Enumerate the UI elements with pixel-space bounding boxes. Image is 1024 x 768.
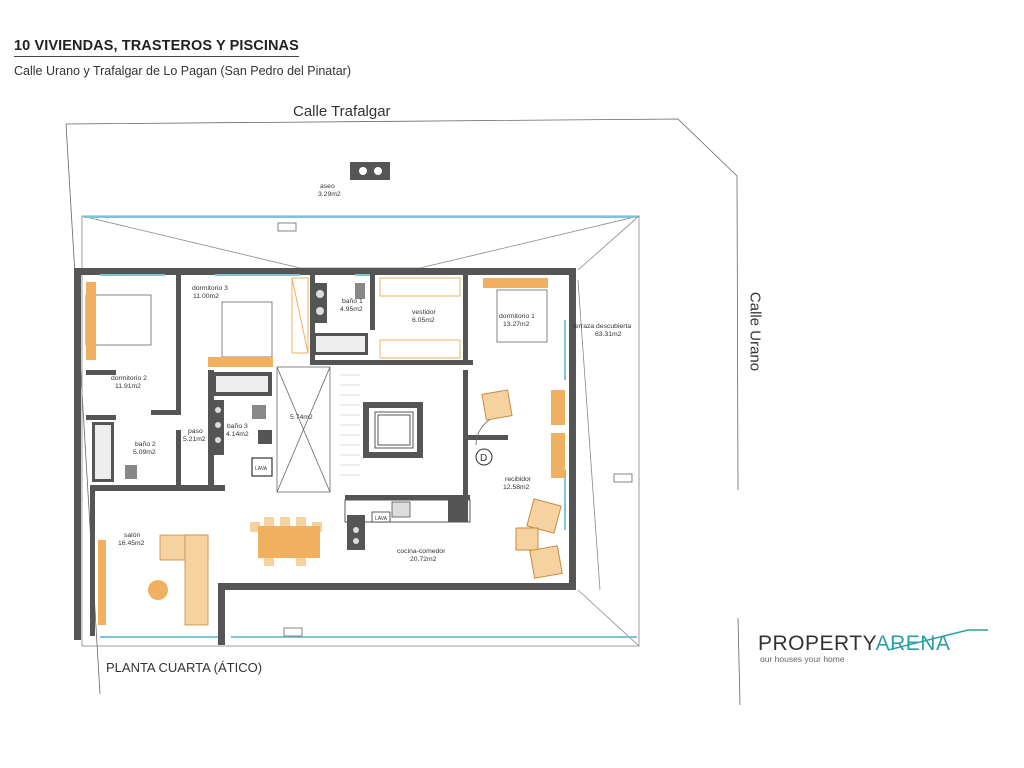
street-label-top: Calle Trafalgar	[293, 103, 391, 120]
room-bano2-area: 5.09m2	[133, 449, 156, 456]
room-salon-area: 16.45m2	[118, 540, 145, 547]
room-bano1-name: baño 1	[342, 298, 363, 305]
lavadora-2-label: LAVA	[375, 516, 388, 522]
stair-hall	[276, 366, 331, 493]
aseo-fixtures	[350, 162, 390, 180]
logo-part-1: PROPERTY	[758, 632, 876, 655]
recibidor-chairs	[481, 389, 565, 579]
room-bano3-area: 4.14m2	[226, 431, 249, 438]
room-cocina-name: cocina-comedor	[397, 548, 446, 555]
room-dormitorio3-area: 11.00m2	[193, 293, 219, 300]
kitchen-counter	[344, 499, 471, 550]
room-bano1-area: 4.95m2	[340, 306, 363, 313]
windows	[100, 274, 566, 530]
room-bano3-name: baño 3	[227, 423, 248, 430]
room-recibidor-area: 12.58m2	[503, 484, 530, 491]
bano-1-fixtures	[313, 283, 368, 355]
room-dormitorio2-name: dormitorio 2	[111, 375, 147, 382]
dining-table	[250, 517, 322, 566]
room-aseo-name: aseo	[320, 183, 335, 190]
room-salon-name: salón	[124, 532, 140, 539]
elevator	[374, 411, 414, 449]
property-arena-logo: PROPERTYARENA our houses your home	[758, 629, 988, 664]
room-recibidor-name: recibidor	[505, 476, 532, 483]
plan-subtitle: Calle Urano y Trafalgar de Lo Pagan (San…	[14, 64, 351, 78]
entrance-door-mark	[475, 448, 493, 466]
interior-walls	[86, 275, 508, 636]
bed-dormitorio-3	[208, 301, 273, 367]
room-paso-name: paso	[188, 428, 203, 435]
logo-roof-icon	[887, 629, 988, 651]
salon-furniture	[98, 534, 209, 626]
room-bano2-name: baño 2	[135, 441, 156, 448]
lavadora-1	[251, 457, 273, 477]
room-dormitorio3-name: dormitorio 3	[192, 285, 228, 292]
bed-dormitorio-1	[483, 278, 548, 343]
room-dormitorio1-area: 13.27m2	[503, 321, 530, 328]
room-labels: aseo 3.29m2 dormitorio 3 11.00m2 baño 1 …	[111, 183, 631, 563]
room-cocina-area: 20.72m2	[410, 556, 437, 563]
logo-tagline: our houses your home	[760, 654, 845, 664]
vestidor-shelves	[379, 277, 461, 359]
glass-rail-top	[84, 216, 637, 638]
terrace-outline	[81, 215, 640, 647]
room-vestidor-area: 6.05m2	[412, 317, 435, 324]
floor-label: PLANTA CUARTA (ÁTICO)	[106, 660, 263, 675]
room-dormitorio2-area: 11.91m2	[115, 383, 141, 390]
entrance-door-letter: D	[480, 453, 487, 464]
room-dormitorio1-name: dormitorio 1	[499, 313, 535, 320]
plan-title: 10 VIVIENDAS, TRASTEROS Y PISCINAS	[14, 38, 299, 57]
wardrobe	[291, 277, 309, 354]
room-terraza-area: 63.31m2	[595, 331, 622, 338]
room-hall-area: 5.74m2	[290, 414, 313, 421]
drains	[277, 222, 633, 637]
room-vestidor-name: vestidor	[412, 309, 437, 316]
bano-3-fixtures	[212, 372, 272, 455]
stairs	[340, 374, 360, 476]
bed-dormitorio-2	[85, 282, 152, 360]
exterior-walls	[74, 268, 576, 645]
room-paso-area: 5.21m2	[183, 436, 206, 443]
lavadora-2	[371, 511, 391, 523]
lavadora-1-label: LAVA	[255, 466, 268, 472]
room-terraza-name: terraza descubierta	[573, 323, 631, 330]
bano-2-fixtures	[92, 422, 137, 482]
room-aseo-area: 3.29m2	[318, 191, 341, 198]
